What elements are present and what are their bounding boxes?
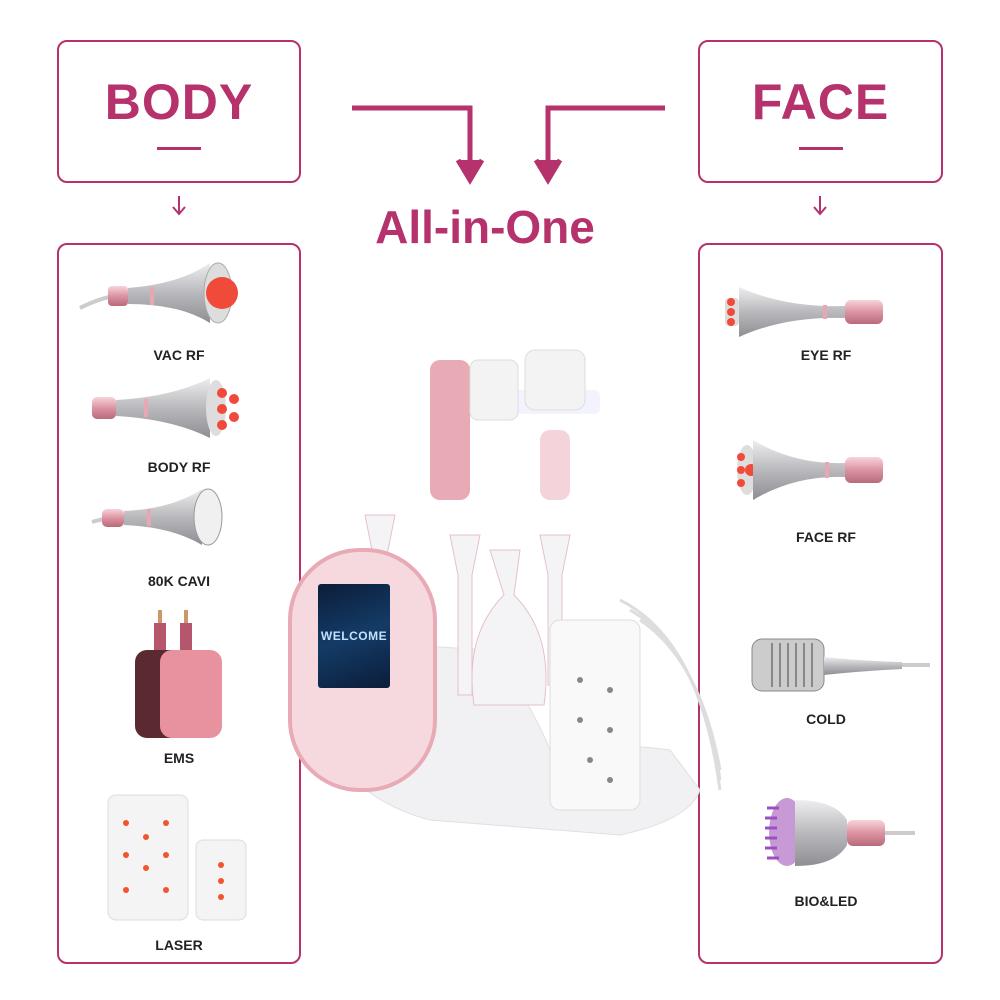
cavitation-handpiece-icon bbox=[91, 488, 223, 546]
arrow-left-down-icon bbox=[533, 105, 665, 185]
cold-hammer-icon bbox=[751, 638, 930, 692]
item-label: EMS bbox=[163, 750, 195, 766]
item-label: BODY RF bbox=[147, 459, 211, 475]
machine-screen: WELCOME bbox=[318, 584, 390, 688]
laser-pads-icon bbox=[107, 794, 247, 921]
item-label: VAC RF bbox=[153, 347, 205, 363]
body-title: BODY bbox=[104, 74, 254, 130]
arrow-down-icon bbox=[172, 196, 186, 216]
all-in-one-title: All-in-One bbox=[375, 201, 595, 253]
divider bbox=[157, 147, 201, 150]
all-in-one-machine-image bbox=[288, 349, 722, 836]
body-rf-handpiece-icon bbox=[92, 378, 239, 438]
item-label: BIO&LED bbox=[794, 893, 858, 909]
item-label: LASER bbox=[155, 937, 203, 953]
divider bbox=[798, 147, 843, 150]
arrow-right-down-icon bbox=[352, 105, 485, 185]
bio-led-handpiece-icon bbox=[765, 798, 915, 866]
arrows bbox=[172, 105, 827, 216]
item-label: COLD bbox=[806, 711, 846, 727]
body-header-box: BODY bbox=[57, 40, 301, 183]
item-label: FACE RF bbox=[796, 529, 856, 545]
ems-pads-icon bbox=[135, 610, 222, 738]
arrow-down-icon bbox=[813, 196, 827, 216]
face-rf-handpiece-icon bbox=[737, 440, 883, 500]
item-label: 80K CAVI bbox=[148, 573, 210, 589]
face-title: FACE bbox=[751, 74, 890, 130]
screen-welcome-text: WELCOME bbox=[320, 629, 388, 643]
face-header-box: FACE bbox=[698, 40, 943, 183]
item-label: EYE RF bbox=[800, 347, 852, 363]
eye-rf-handpiece-icon bbox=[725, 287, 883, 337]
vac-rf-handpiece-icon bbox=[79, 262, 238, 324]
